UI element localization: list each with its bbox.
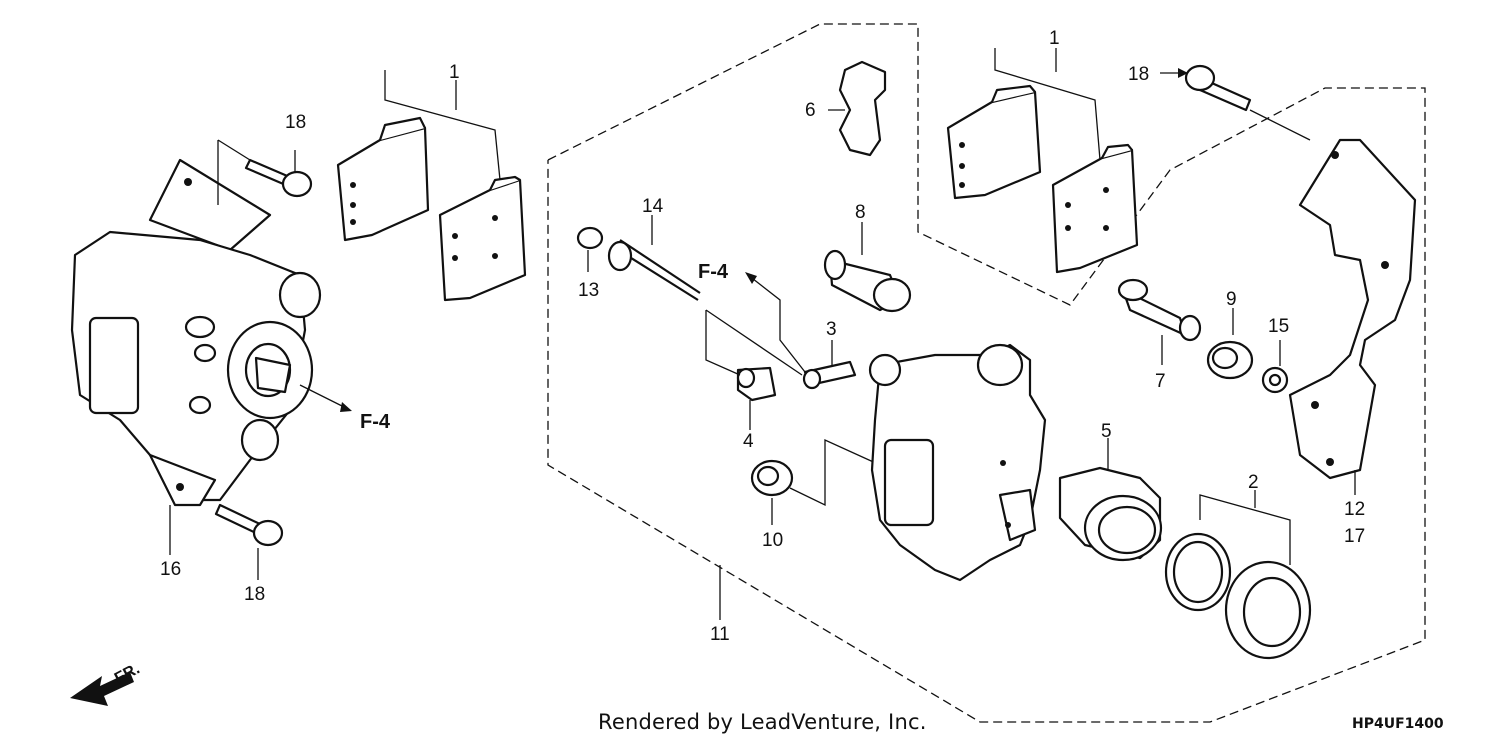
slide-pin-8 — [823, 222, 912, 313]
brake-pads-right — [946, 48, 1139, 274]
washer-15 — [1261, 340, 1289, 394]
callout-7-slide-pin: 7 — [1155, 371, 1166, 392]
pad-spring-6 — [828, 60, 887, 157]
piston-seals-2 — [1164, 490, 1312, 660]
callout-10-boot: 10 — [762, 530, 783, 551]
callout-18-upper-left-bolt: 18 — [285, 112, 306, 133]
reference-arrow-left — [299, 384, 352, 412]
slide-pin-7 — [1117, 278, 1202, 365]
piston-5 — [1058, 438, 1163, 562]
assembly-boundary — [547, 23, 1426, 723]
callout-1-left-pads: 1 — [449, 62, 460, 83]
callout-4-pin: 4 — [743, 431, 754, 452]
callout-15-washer: 15 — [1268, 316, 1289, 337]
front-direction-indicator: FR. — [70, 660, 143, 706]
callout-13-boot: 13 — [578, 280, 599, 301]
callout-12-bracket: 12 — [1344, 499, 1365, 520]
callout-17-bracket: 17 — [1344, 526, 1365, 547]
callout-9-boot: 9 — [1226, 289, 1237, 310]
pin-bolt-14 — [607, 215, 701, 301]
brake-pads-left — [336, 70, 527, 302]
render-credit: Rendered by LeadVenture, Inc. — [598, 710, 927, 734]
bolt-18-right — [1160, 64, 1311, 141]
callout-6-pad-spring: 6 — [805, 100, 816, 121]
callout-18-right-bolt: 18 — [1128, 64, 1149, 85]
reference-arrow-middle — [745, 272, 806, 373]
callout-8-slide-pin: 8 — [855, 202, 866, 223]
pin-4 — [736, 366, 777, 430]
boot-9 — [1206, 308, 1254, 380]
caliper-body-11 — [719, 343, 1047, 620]
callout-11-caliper-body: 11 — [710, 624, 730, 645]
caliper-assembly-left — [70, 158, 322, 555]
bleeder-3 — [802, 340, 857, 390]
callout-5-piston: 5 — [1101, 421, 1112, 442]
diagram-code: HP4UF1400 — [1352, 716, 1444, 732]
reference-label-f4-middle: F-4 — [698, 261, 729, 283]
boot-10 — [750, 459, 794, 525]
callout-1-right-pads: 1 — [1049, 28, 1060, 49]
callout-16-caliper-assembly: 16 — [160, 559, 181, 580]
callout-2-seals: 2 — [1248, 472, 1259, 493]
bolt-18-lower-left — [214, 503, 284, 580]
bolt-18-upper-left — [217, 139, 313, 205]
callout-18-lower-left-bolt: 18 — [244, 584, 265, 605]
boot-13 — [576, 226, 604, 272]
reference-label-f4-left: F-4 — [360, 411, 391, 433]
callout-14-pin-bolt: 14 — [642, 196, 664, 217]
caliper-bracket-12 — [1288, 138, 1417, 495]
callout-3-bleeder: 3 — [826, 319, 837, 340]
